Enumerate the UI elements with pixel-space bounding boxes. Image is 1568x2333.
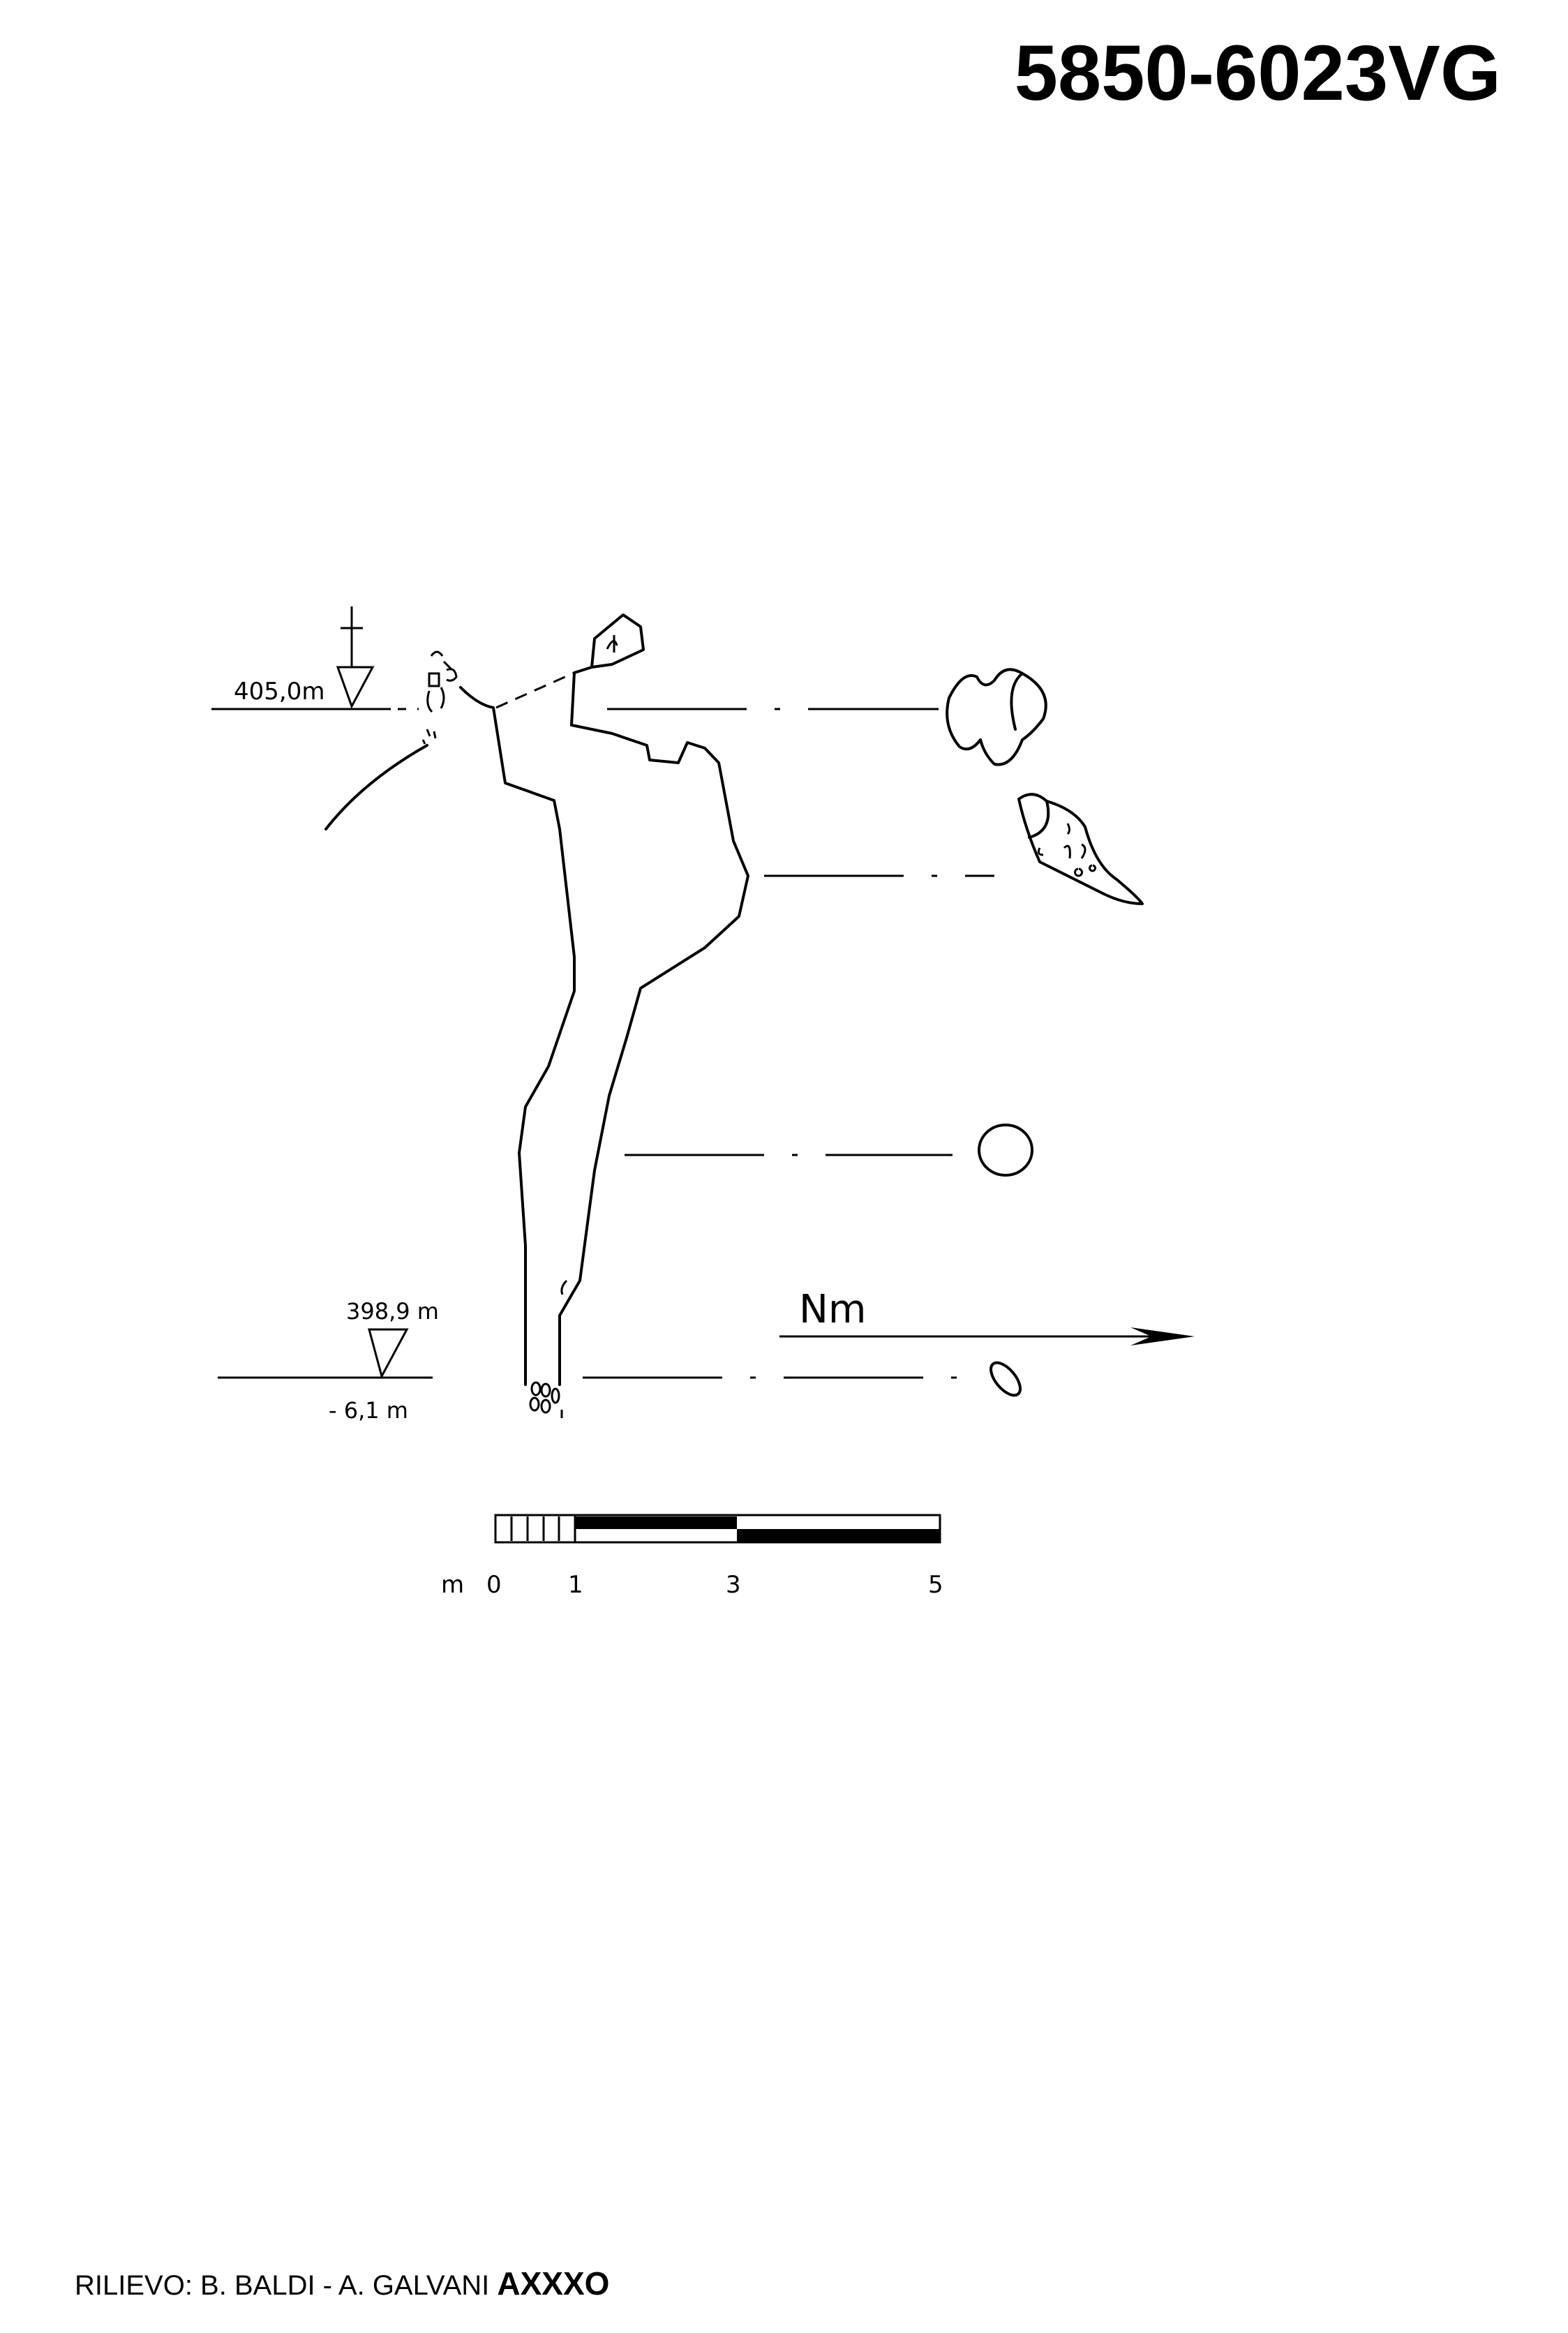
survey-code: AXXXO [497,2265,610,2302]
entrance-elevation-label: 405,0m [234,678,324,706]
bottom-elevation-label: 398,9 m [346,1298,439,1325]
scale-tick-3: 3 [726,1571,741,1599]
cave-right-wall [558,671,749,1386]
north-arrow: Nm [779,1287,1195,1346]
surface-slope-line [324,744,428,830]
dashed-passage-link [495,671,575,709]
north-label: Nm [799,1287,866,1332]
bottom-depth-label: - 6,1 m [329,1397,408,1424]
survey-credits: RILIEVO: B. BALDI - A. GALVANI AXXXO [75,2265,609,2302]
upper-section-blob [573,613,645,674]
surveyors-label: RILIEVO: B. BALDI - A. GALVANI [75,2270,498,2301]
cross-section-2 [1017,793,1144,905]
cross-section-1 [946,668,1047,766]
cave-left-wall [459,686,576,1386]
entrance-boulders [421,650,458,745]
cross-section-3 [978,1124,1033,1177]
scale-tick-5: 5 [928,1571,943,1599]
survey-title: 5850-6023VG [1014,29,1501,117]
bottom-marker: 398,9 m - 6,1 m [218,1298,439,1424]
scale-unit: m [441,1571,464,1599]
scale-tick-1: 1 [568,1571,583,1599]
scale-tick-0: 0 [486,1571,502,1599]
scale-bar: m 0 1 3 5 [441,1514,943,1599]
entrance-marker: 405,0m [211,606,419,710]
bottom-pebbles [529,1279,568,1418]
cross-section-4 [990,1361,1022,1397]
